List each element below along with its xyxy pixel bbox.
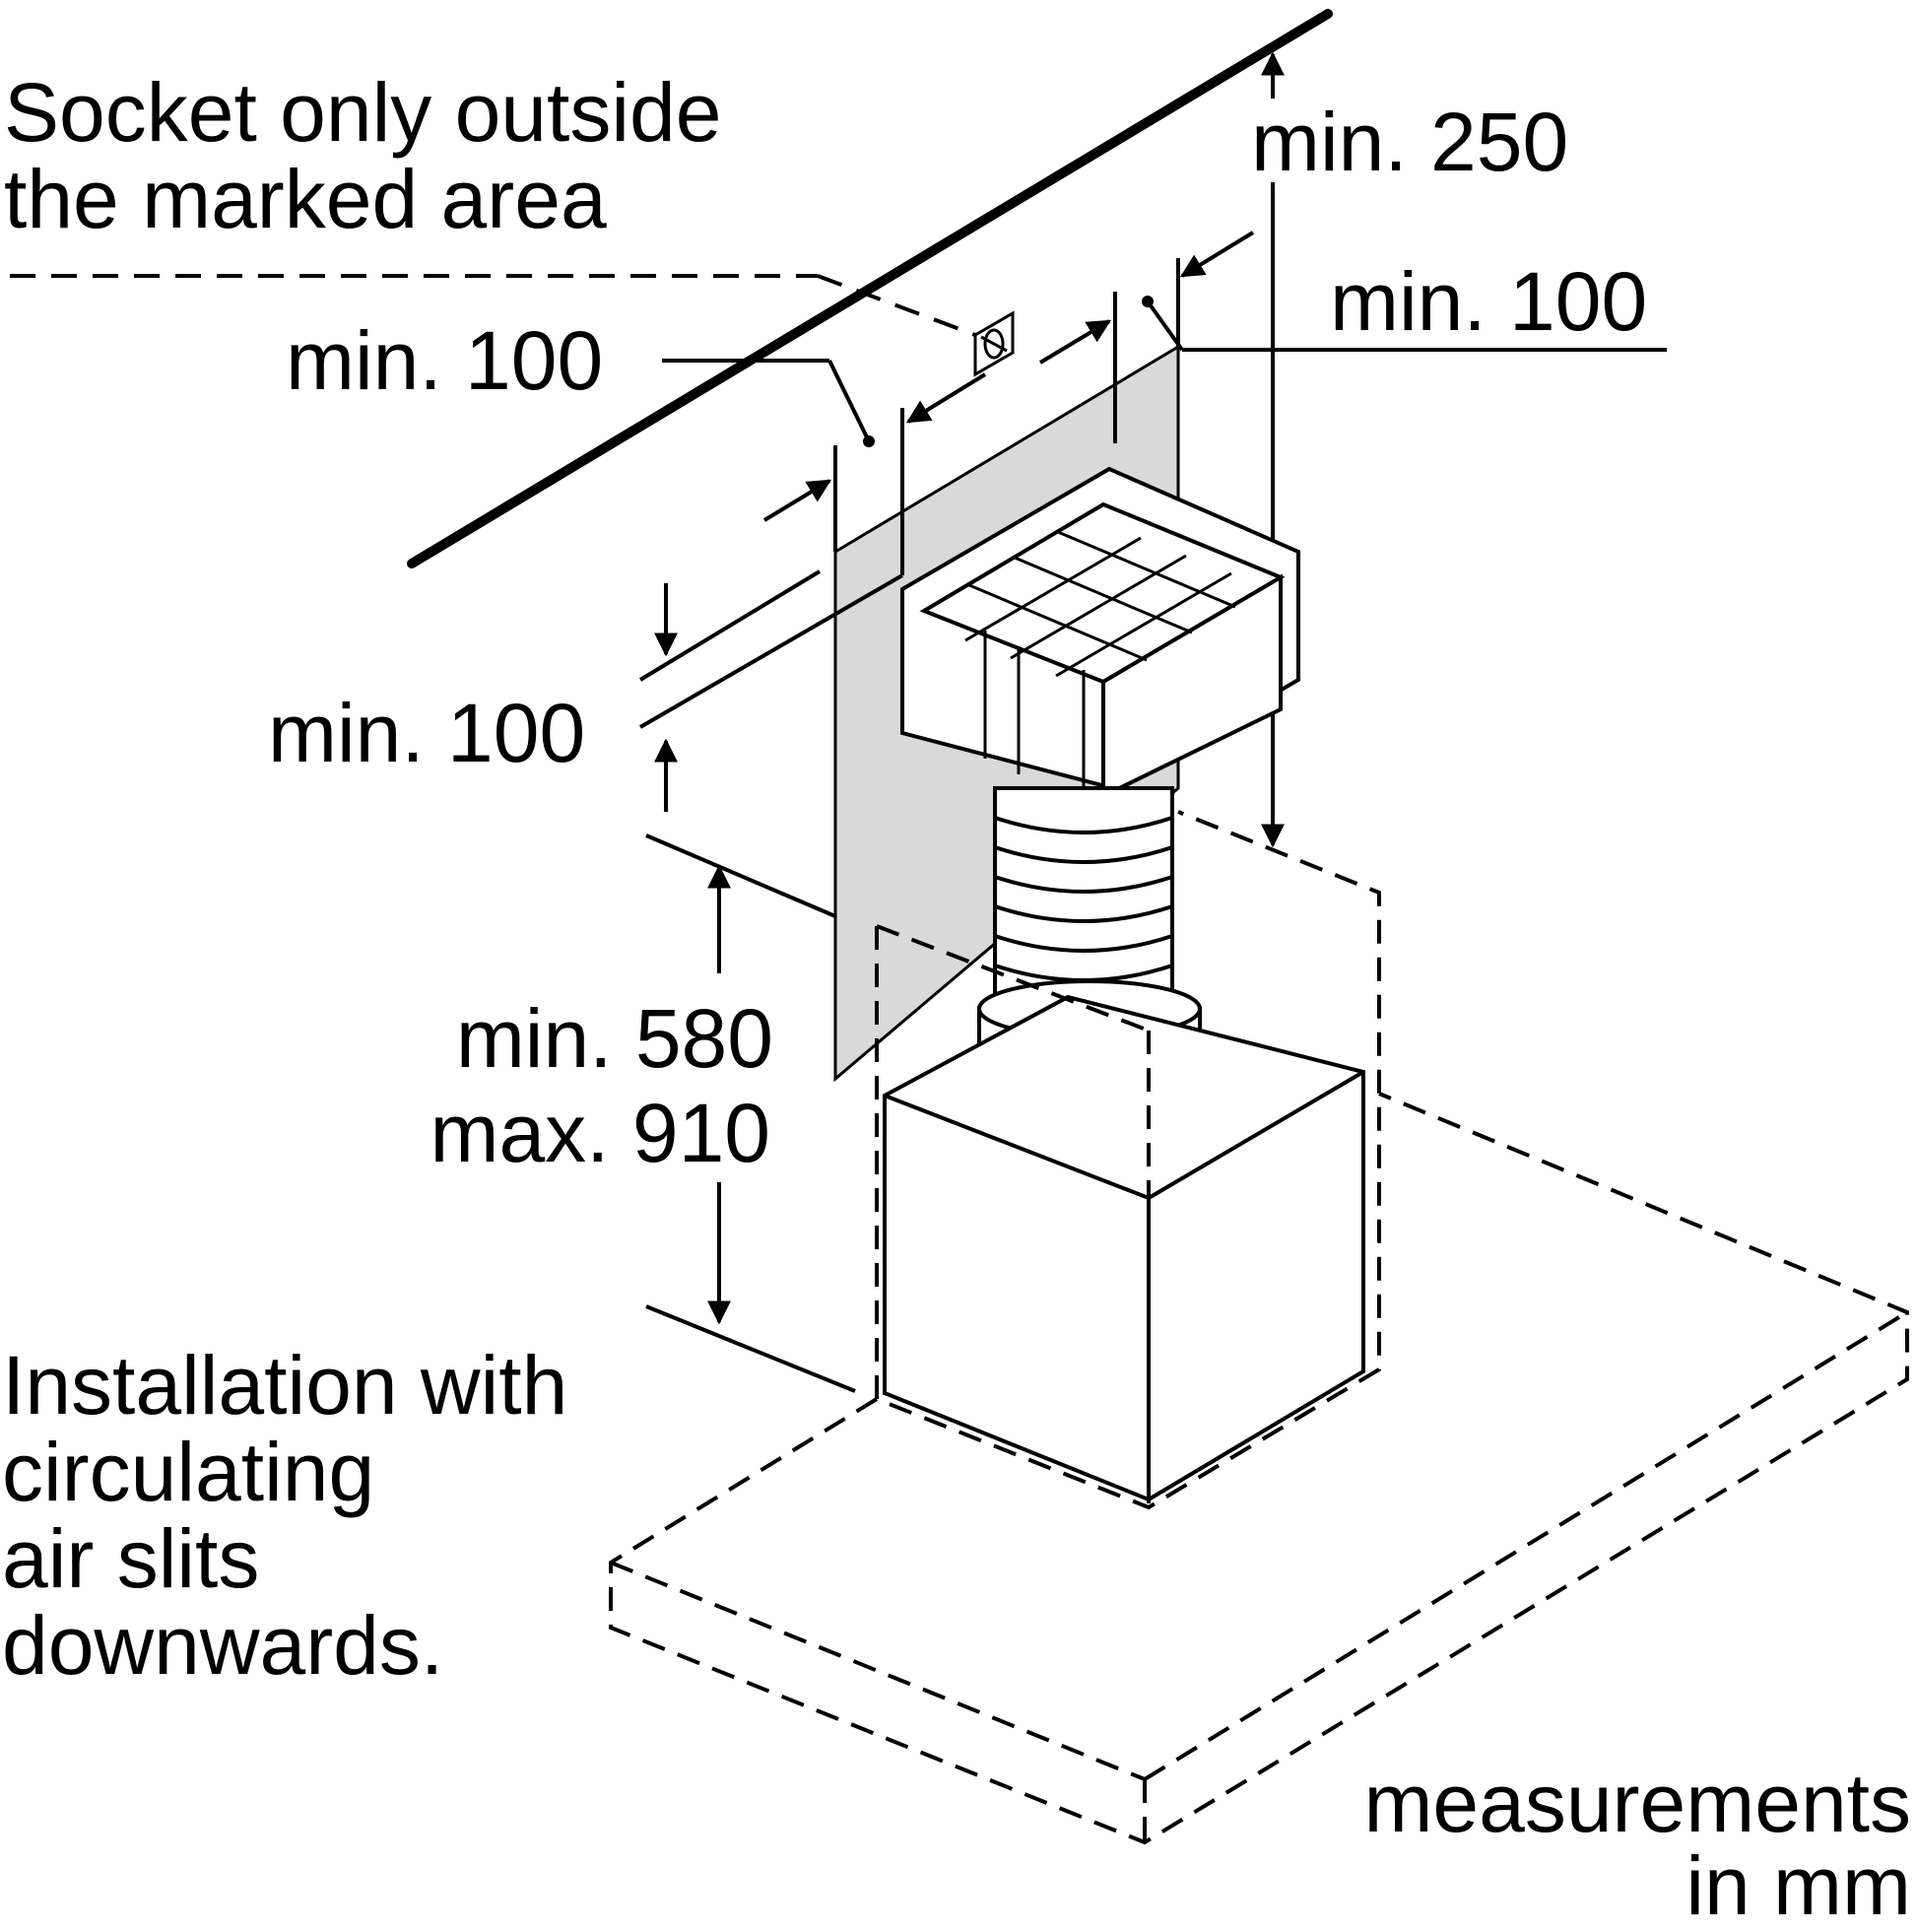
install-note-line-4: downwards. bbox=[2, 1599, 444, 1692]
socket-note-line-1: Socket only outside bbox=[4, 66, 722, 159]
chimney-box bbox=[883, 994, 1365, 1502]
left-clearance-label: min. 100 bbox=[286, 314, 604, 407]
socket-icon bbox=[973, 310, 1015, 377]
vertical-clearance-ext-1 bbox=[638, 569, 822, 682]
install-note-line-3: air slits bbox=[2, 1512, 260, 1605]
right-clearance-label: min. 100 bbox=[1330, 255, 1648, 348]
vertical-clearance-ext-2 bbox=[638, 573, 904, 729]
right-clearance-arrow bbox=[1179, 231, 1255, 278]
left-clearance-dot bbox=[863, 435, 875, 447]
vertical-clearance-label: min. 100 bbox=[268, 687, 586, 779]
units-note-line-2: in mm bbox=[1686, 1839, 1911, 1932]
carbon-filter-module bbox=[900, 466, 1300, 800]
right-clearance-leader bbox=[1146, 300, 1184, 352]
units-note-line-1: measurements bbox=[1363, 1757, 1911, 1849]
left-clearance-arrow-1 bbox=[762, 479, 832, 522]
socket-note-line-2: the marked area bbox=[4, 153, 607, 245]
right-clearance-dot bbox=[1142, 296, 1154, 307]
height-ext-bottom bbox=[645, 1304, 856, 1393]
socket-leader-line-diag bbox=[817, 274, 976, 337]
hood-outline-dashed bbox=[609, 810, 1909, 1845]
install-note-line-2: circulating bbox=[2, 1426, 375, 1518]
ceiling-line bbox=[407, 9, 1333, 568]
top-clearance-label: min. 250 bbox=[1251, 96, 1569, 188]
height-min-label: min. 580 bbox=[455, 992, 773, 1085]
left-clearance-arrow-2 bbox=[905, 372, 987, 424]
left-clearance-leader bbox=[827, 360, 871, 442]
inner-dim-arrow bbox=[1038, 319, 1112, 365]
height-ext-top bbox=[645, 833, 836, 918]
install-note-line-1: Installation with bbox=[2, 1339, 568, 1432]
height-max-label: max. 910 bbox=[430, 1087, 770, 1179]
